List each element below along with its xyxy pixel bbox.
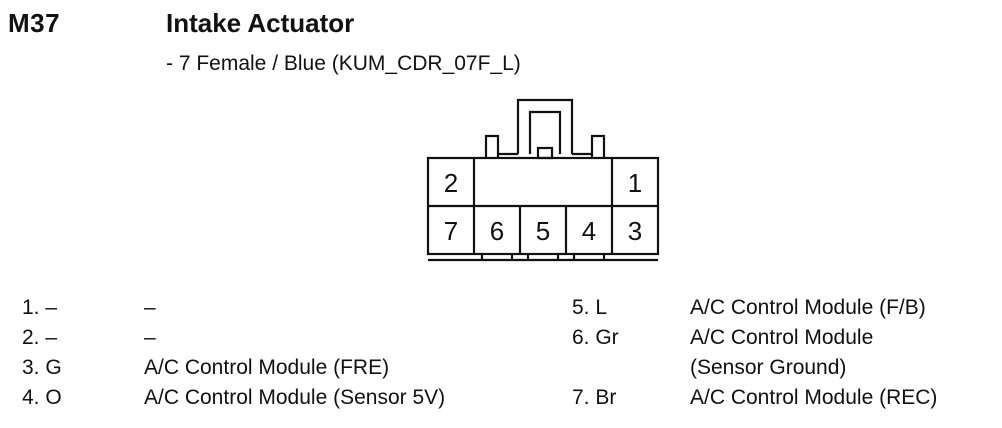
pin-label-3: 3 (628, 216, 642, 246)
pin-label-2: 2 (444, 168, 458, 198)
connector-spec: - 7 Female / Blue (KUM_CDR_07F_L) (166, 52, 521, 75)
pin-label-1: 1 (628, 168, 642, 198)
pin-label-5: 5 (536, 216, 550, 246)
pin-description: (Sensor Ground) (690, 356, 847, 379)
pin-number: 4. O (22, 386, 62, 409)
left-guide-post (484, 134, 500, 158)
pin-description: – (144, 326, 156, 349)
pin-label-7: 7 (444, 216, 458, 246)
pin-description: A/C Control Module (REC) (690, 386, 938, 409)
pin-number: 1. – (22, 296, 58, 319)
connector-face-diagram: 2 1 7 6 5 4 3 (426, 98, 660, 262)
connector-code: M37 (8, 8, 61, 38)
locking-tab (516, 98, 574, 154)
pin-description: – (144, 296, 156, 319)
pin-description: A/C Control Module (FRE) (144, 356, 390, 379)
locking-tab-inner (528, 110, 562, 154)
pin-number: 5. L (572, 296, 608, 319)
right-guide-post (590, 134, 606, 158)
pin-description: A/C Control Module (690, 326, 874, 349)
component-title: Intake Actuator (166, 8, 355, 38)
pin-number: 7. Br (572, 386, 617, 409)
pin-number: 2. – (22, 326, 58, 349)
pin-label-6: 6 (490, 216, 504, 246)
pin-description: A/C Control Module (Sensor 5V) (144, 386, 446, 409)
pin-number: 3. G (22, 356, 62, 379)
pin-number: 6. Gr (572, 326, 619, 349)
locking-tab-slot (536, 146, 554, 160)
pin-label-4: 4 (582, 216, 596, 246)
pin-description: A/C Control Module (F/B) (690, 296, 926, 319)
